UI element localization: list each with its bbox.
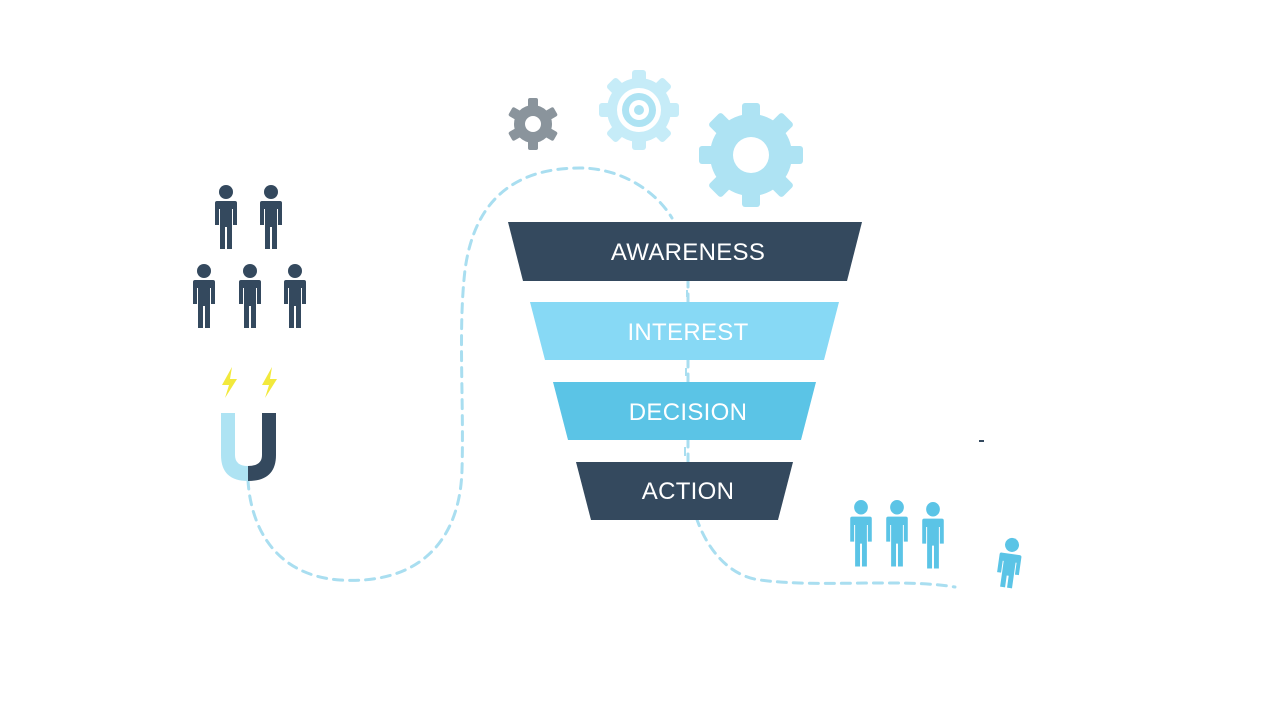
- person-walking-icon: [997, 537, 1022, 589]
- left-people-group: [193, 185, 306, 328]
- target-gear-icon: [599, 70, 679, 150]
- funnel-label-decision: DECISION: [629, 399, 747, 426]
- stray-mark: [979, 440, 984, 442]
- funnel-stage-interest: [530, 302, 839, 360]
- right-people-group: [850, 500, 944, 569]
- large-gear-icon: [699, 103, 803, 207]
- lightning-icon: [222, 367, 237, 398]
- person-icon: [886, 500, 908, 567]
- journey-path: [246, 166, 957, 589]
- funnel-label-awareness: AWARENESS: [611, 239, 765, 266]
- person-icon: [193, 264, 215, 328]
- person-icon: [239, 264, 261, 328]
- lightning-icon: [262, 367, 277, 398]
- person-icon: [850, 500, 872, 567]
- small-gear-icon: [508, 98, 558, 150]
- funnel-stage-decision: [553, 382, 816, 440]
- person-icon: [215, 185, 237, 249]
- funnel-label-interest: INTEREST: [627, 319, 748, 346]
- magnet-icon: [221, 413, 276, 481]
- funnel-label-action: ACTION: [642, 478, 734, 505]
- person-icon: [284, 264, 306, 328]
- person-icon: [922, 502, 944, 569]
- person-icon: [260, 185, 282, 249]
- funnel-stage-awareness: [508, 222, 862, 281]
- funnel-stage-action: [576, 462, 793, 520]
- funnel-center-dashes: [684, 290, 688, 456]
